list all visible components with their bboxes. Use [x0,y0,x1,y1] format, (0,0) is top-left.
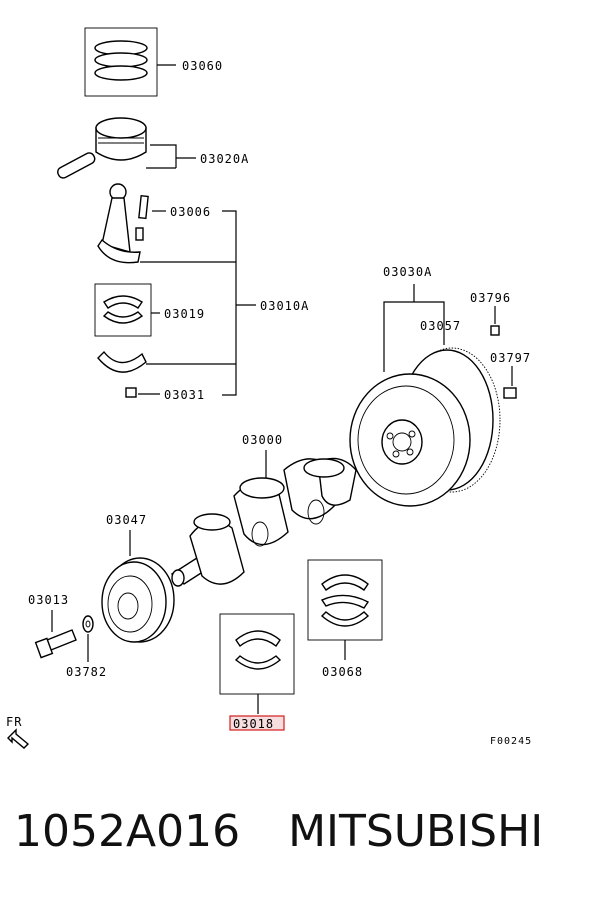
conrod-group[interactable]: 03006 03010A [97,183,309,396]
figure-code: F00245 [490,736,532,747]
conrod-bearing-group[interactable]: 03019 [94,283,205,337]
caption: 1052A016 MITSUBISHI [14,806,594,876]
label-washer: 03782 [66,665,107,679]
label-flywheel-bolt: 03797 [490,351,531,365]
main-bearing-upper-group[interactable]: 03068 [307,559,383,679]
highlight-box [229,715,285,731]
piston-group[interactable]: 03020A [56,117,249,180]
label-conrod-bearing: 03019 [164,307,205,321]
label-front: FR [6,715,22,729]
label-crankshaft: 03000 [242,433,283,447]
flywheel-bolt-group[interactable]: 03797 [490,351,531,399]
front-indicator: FR [6,715,30,749]
label-conrod-assy: 03010A [260,299,309,313]
conrod-cap-group[interactable]: 03031 [97,350,236,402]
piston-pin [57,152,96,179]
label-piston-ring: 03060 [182,59,223,73]
label-ring-gear: 03057 [420,319,461,333]
pulley-group[interactable]: 03047 [101,513,175,643]
label-main-bearing-highlight: 03018 [233,717,274,731]
label-piston: 03020A [200,152,249,166]
front-arrow-icon [7,728,30,749]
label-main-bearing-upper: 03068 [322,665,363,679]
label-conrod: 03006 [170,205,211,219]
main-bearing-highlight-group[interactable]: 03018 [219,613,295,731]
parts-diagram: 03060 03020A 03006 03010A 03019 [6,27,532,749]
piston-ring-group[interactable]: 03060 [84,27,223,97]
piston-ring-box [84,27,158,97]
label-dowel: 03796 [470,291,511,305]
brand-name: MITSUBISHI [288,806,544,857]
crankshaft-group[interactable]: 03000 [170,433,357,587]
label-flywheel: 03030A [383,265,432,279]
part-number: 1052A016 [14,806,241,857]
label-pulley-bolt: 03013 [28,593,69,607]
label-conrod-lower: 03031 [164,388,205,402]
label-pulley: 03047 [106,513,147,527]
washer-group[interactable]: 03782 [66,615,107,679]
flywheel-group[interactable]: 03030A 03057 [349,265,501,507]
pulley-bolt-group[interactable]: 03013 [28,593,77,659]
dowel-group[interactable]: 03796 [470,291,511,336]
